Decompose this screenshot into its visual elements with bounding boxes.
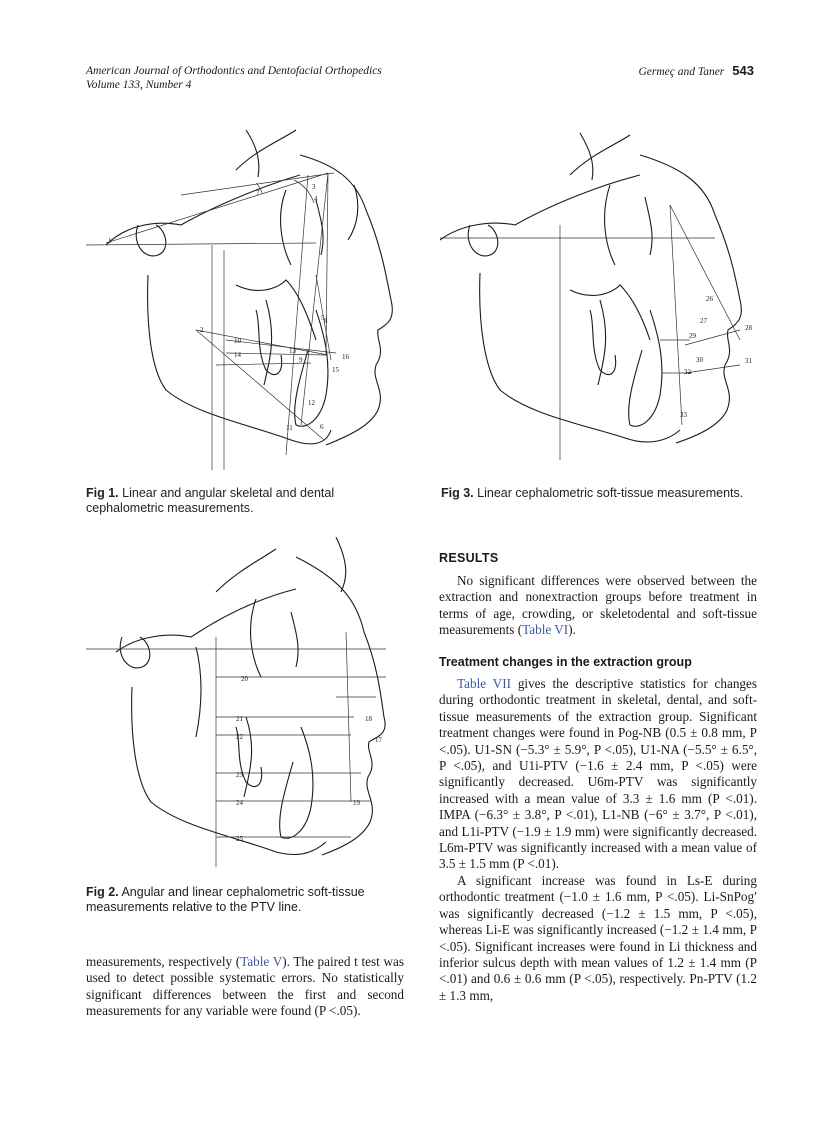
fig1-number-8: 8 [324,317,328,325]
paragraph-results: No significant differences were observed… [439,573,757,639]
figure-1-caption: Fig 1. Linear and angular skeletal and d… [86,486,408,516]
text-segment: measurements, respectively ( [86,954,241,969]
fig3-caption-text: Linear cephalometric soft-tissue measure… [477,486,744,500]
figure-2-drawing: 17 18 19 20 21 22 23 24 25 [86,537,406,867]
figure-3-caption: Fig 3. Linear cephalometric soft-tissue … [441,486,761,501]
paragraph-methods-end: measurements, respectively (Table V). Th… [86,954,404,1020]
cephalometric-tracing-2: 17 18 19 20 21 22 23 24 25 [86,537,386,867]
fig3-number-28: 28 [745,324,753,332]
fig2-number-20: 20 [241,675,249,683]
fig2-number-22: 22 [236,733,244,741]
extraction-paragraphs: Table VII gives the descriptive statisti… [439,676,757,1004]
fig3-label: Fig 3. [441,486,474,500]
running-header-right: Germeç and Taner 543 [638,64,754,79]
text-segment: gives the descriptive statistics for cha… [439,676,758,872]
fig2-number-23: 23 [236,771,244,779]
fig1-number-14: 14 [234,351,242,359]
fig1-label: Fig 1. [86,486,119,500]
fig1-number-7: 7 [256,189,260,197]
journal-volume: Volume 133, Number 4 [86,79,192,91]
running-header-left: American Journal of Orthodontics and Den… [86,64,382,92]
subheading-extraction-group: Treatment changes in the extraction grou… [439,655,692,669]
table-vi-link[interactable]: Table VI [522,622,569,638]
fig2-label: Fig 2. [86,885,119,899]
fig2-number-18: 18 [365,715,373,723]
fig2-caption-text: Angular and linear cephalometric soft-ti… [86,885,365,914]
text-segment: ). The paired t test was used to detect … [86,954,404,1019]
fig1-number-15: 15 [332,366,340,374]
text-segment: No significant differences were observed… [439,573,757,638]
page-number: 543 [732,63,754,78]
fig1-number-9: 9 [299,356,303,364]
fig1-number-10: 10 [234,337,242,345]
fig3-number-29: 29 [689,332,697,340]
fig2-number-17: 17 [375,736,383,744]
fig1-number-4: 4 [314,195,318,203]
fig3-number-31: 31 [745,357,753,365]
cephalometric-tracing-3: 26 27 28 29 30 31 32 33 [440,132,753,460]
fig3-number-30: 30 [696,356,704,364]
fig1-number-11: 11 [286,424,293,432]
fig1-number-3: 3 [312,183,316,191]
fig2-number-19: 19 [353,799,361,807]
table-vii-link[interactable]: Table VII [457,676,511,691]
fig3-number-32: 32 [684,368,692,376]
fig1-number-2: 2 [200,326,204,334]
figure-3-drawing: 26 27 28 29 30 31 32 33 [440,125,760,460]
fig1-number-12: 12 [308,399,316,407]
left-column-text: measurements, respectively (Table V). Th… [86,954,404,1020]
fig3-number-27: 27 [700,317,708,325]
fig1-number-16: 16 [342,353,350,361]
section-heading-results: RESULTS [439,551,499,565]
paragraph-soft-tissue-changes: A significant increase was found in Ls-E… [439,872,757,1003]
text-segment: ). [568,622,576,638]
journal-title: American Journal of Orthodontics and Den… [86,65,382,77]
fig1-number-6: 6 [320,423,324,431]
fig1-number-5: 5 [321,314,325,322]
fig2-number-25: 25 [236,835,244,843]
figure-2-caption: Fig 2. Angular and linear cephalometric … [86,885,406,915]
fig3-number-33: 33 [680,411,688,419]
fig1-caption-text: Linear and angular skeletal and dental c… [86,486,335,515]
fig2-number-24: 24 [236,799,244,807]
cephalometric-tracing-1: 1 2 3 4 5 6 7 8 9 10 11 12 13 14 15 16 [86,129,393,470]
fig1-number-13: 13 [289,347,297,355]
fig1-number-1: 1 [108,237,112,245]
figure-1-drawing: 1 2 3 4 5 6 7 8 9 10 11 12 13 14 15 16 [86,125,406,470]
table-v-link[interactable]: Table V [240,954,283,969]
paragraph-extraction-changes: Table VII gives the descriptive statisti… [439,676,757,873]
fig2-number-21: 21 [236,715,244,723]
fig3-number-26: 26 [706,295,714,303]
results-paragraph: No significant differences were observed… [439,573,757,639]
header-authors: Germeç and Taner [638,66,725,78]
